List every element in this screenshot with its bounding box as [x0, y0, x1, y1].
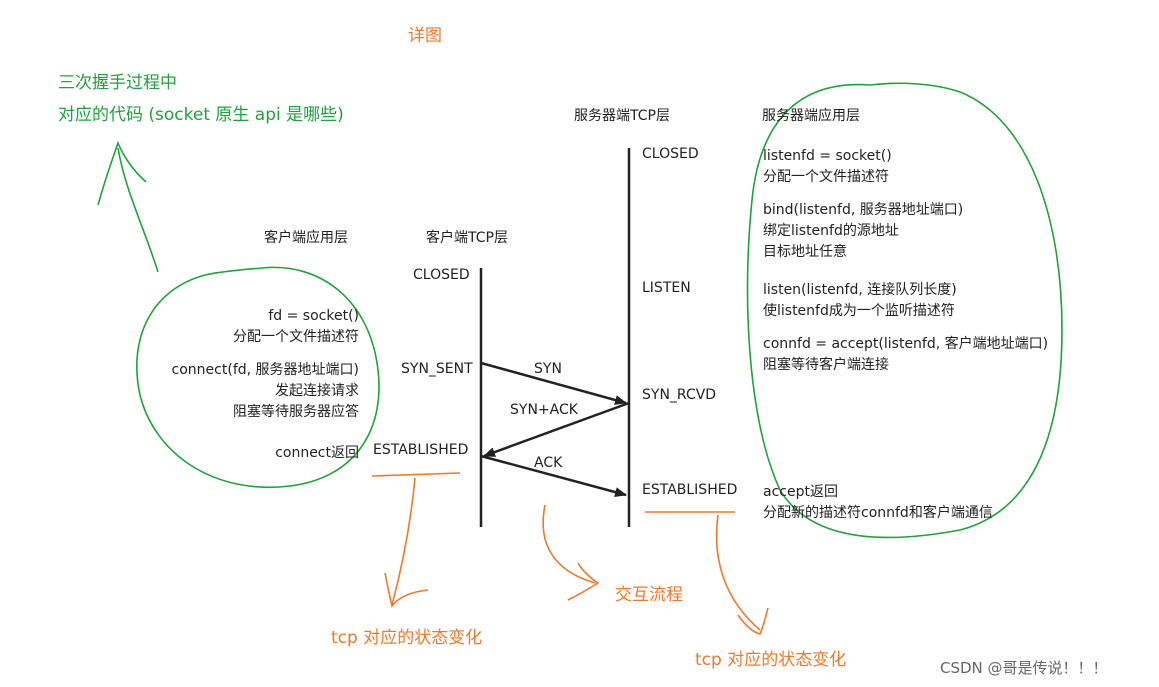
green-arrow-up	[97, 140, 159, 273]
server-state-established: ESTABLISHED	[642, 482, 738, 498]
client-state-established: ESTABLISHED	[373, 442, 469, 458]
server-state-listen: LISTEN	[642, 280, 691, 296]
client-connect-return: connect返回	[275, 445, 359, 461]
server-accept-return-block: accept返回 分配新的描述符connfd和客户端通信	[763, 482, 993, 524]
client-connect-desc2: 阻塞等待服务器应答	[233, 404, 359, 420]
server-socket-block: listenfd = socket() 分配一个文件描述符	[763, 146, 892, 188]
client-state-syn-sent: SYN_SENT	[401, 361, 473, 377]
msg-ack-label: ACK	[534, 455, 563, 471]
msg-syn-label: SYN	[534, 361, 562, 377]
server-accept-call: connfd = accept(listenfd, 客户端地址端口)	[763, 336, 1049, 352]
synack-arrow	[483, 401, 630, 458]
header-server-tcp: 服务器端TCP层	[574, 108, 670, 124]
orange-arrow-right	[715, 514, 769, 635]
server-socket-call: listenfd = socket()	[763, 148, 892, 164]
server-listen-desc: 使listenfd成为一个监听描述符	[763, 303, 955, 319]
syn-arrow	[480, 361, 627, 405]
detail-annotation: 详图	[408, 26, 442, 46]
green-annotation-line1: 三次握手过程中	[58, 73, 177, 93]
tcp-state-annotation-left: tcp 对应的状态变化	[331, 628, 483, 648]
green-annotation-line2: 对应的代码 (socket 原生 api 是哪些)	[58, 105, 344, 125]
header-server-app: 服务器端应用层	[762, 108, 860, 124]
server-listen-block: listen(listenfd, 连接队列长度) 使listenfd成为一个监听…	[763, 280, 957, 322]
orange-underline-left	[371, 472, 461, 477]
client-connect-desc1: 发起连接请求	[275, 383, 359, 399]
server-bind-call: bind(listenfd, 服务器地址端口)	[763, 202, 964, 218]
server-state-syn-rcvd: SYN_RCVD	[642, 387, 717, 403]
header-client-app: 客户端应用层	[264, 230, 348, 246]
server-bind-desc1: 绑定listenfd的源地址	[763, 223, 899, 239]
client-state-closed: CLOSED	[413, 267, 470, 283]
ack-arrow	[480, 454, 627, 497]
client-connect-block: connect(fd, 服务器地址端口) 发起连接请求 阻塞等待服务器应答	[172, 360, 359, 423]
server-state-closed: CLOSED	[642, 146, 699, 162]
csdn-watermark: CSDN @哥是传说！！！	[940, 659, 1108, 677]
client-socket-block: fd = socket() 分配一个文件描述符	[233, 306, 359, 348]
client-socket-call: fd = socket()	[268, 308, 359, 324]
server-accept-desc: 阻塞等待客户端连接	[763, 357, 889, 373]
green-circle-client	[136, 266, 380, 488]
client-connect-call: connect(fd, 服务器地址端口)	[171, 362, 359, 378]
server-accept-return-desc: 分配新的描述符connfd和客户端通信	[763, 505, 993, 521]
interaction-annotation: 交互流程	[615, 585, 683, 605]
server-accept-return: accept返回	[763, 484, 838, 500]
msg-synack-label: SYN+ACK	[510, 402, 578, 418]
server-socket-desc: 分配一个文件描述符	[763, 169, 889, 185]
tcp-state-annotation-right: tcp 对应的状态变化	[695, 650, 847, 670]
server-listen-call: listen(listenfd, 连接队列长度)	[763, 282, 957, 298]
orange-arrow-left	[384, 477, 429, 608]
client-socket-desc: 分配一个文件描述符	[233, 329, 359, 345]
server-bind-block: bind(listenfd, 服务器地址端口) 绑定listenfd的源地址 目…	[763, 200, 963, 263]
green-circle-server	[746, 82, 1063, 539]
header-client-tcp: 客户端TCP层	[426, 230, 508, 246]
server-accept-block: connfd = accept(listenfd, 客户端地址端口) 阻塞等待客…	[763, 334, 1048, 376]
orange-arrow-middle	[542, 504, 600, 601]
server-bind-desc2: 目标地址任意	[763, 244, 847, 260]
